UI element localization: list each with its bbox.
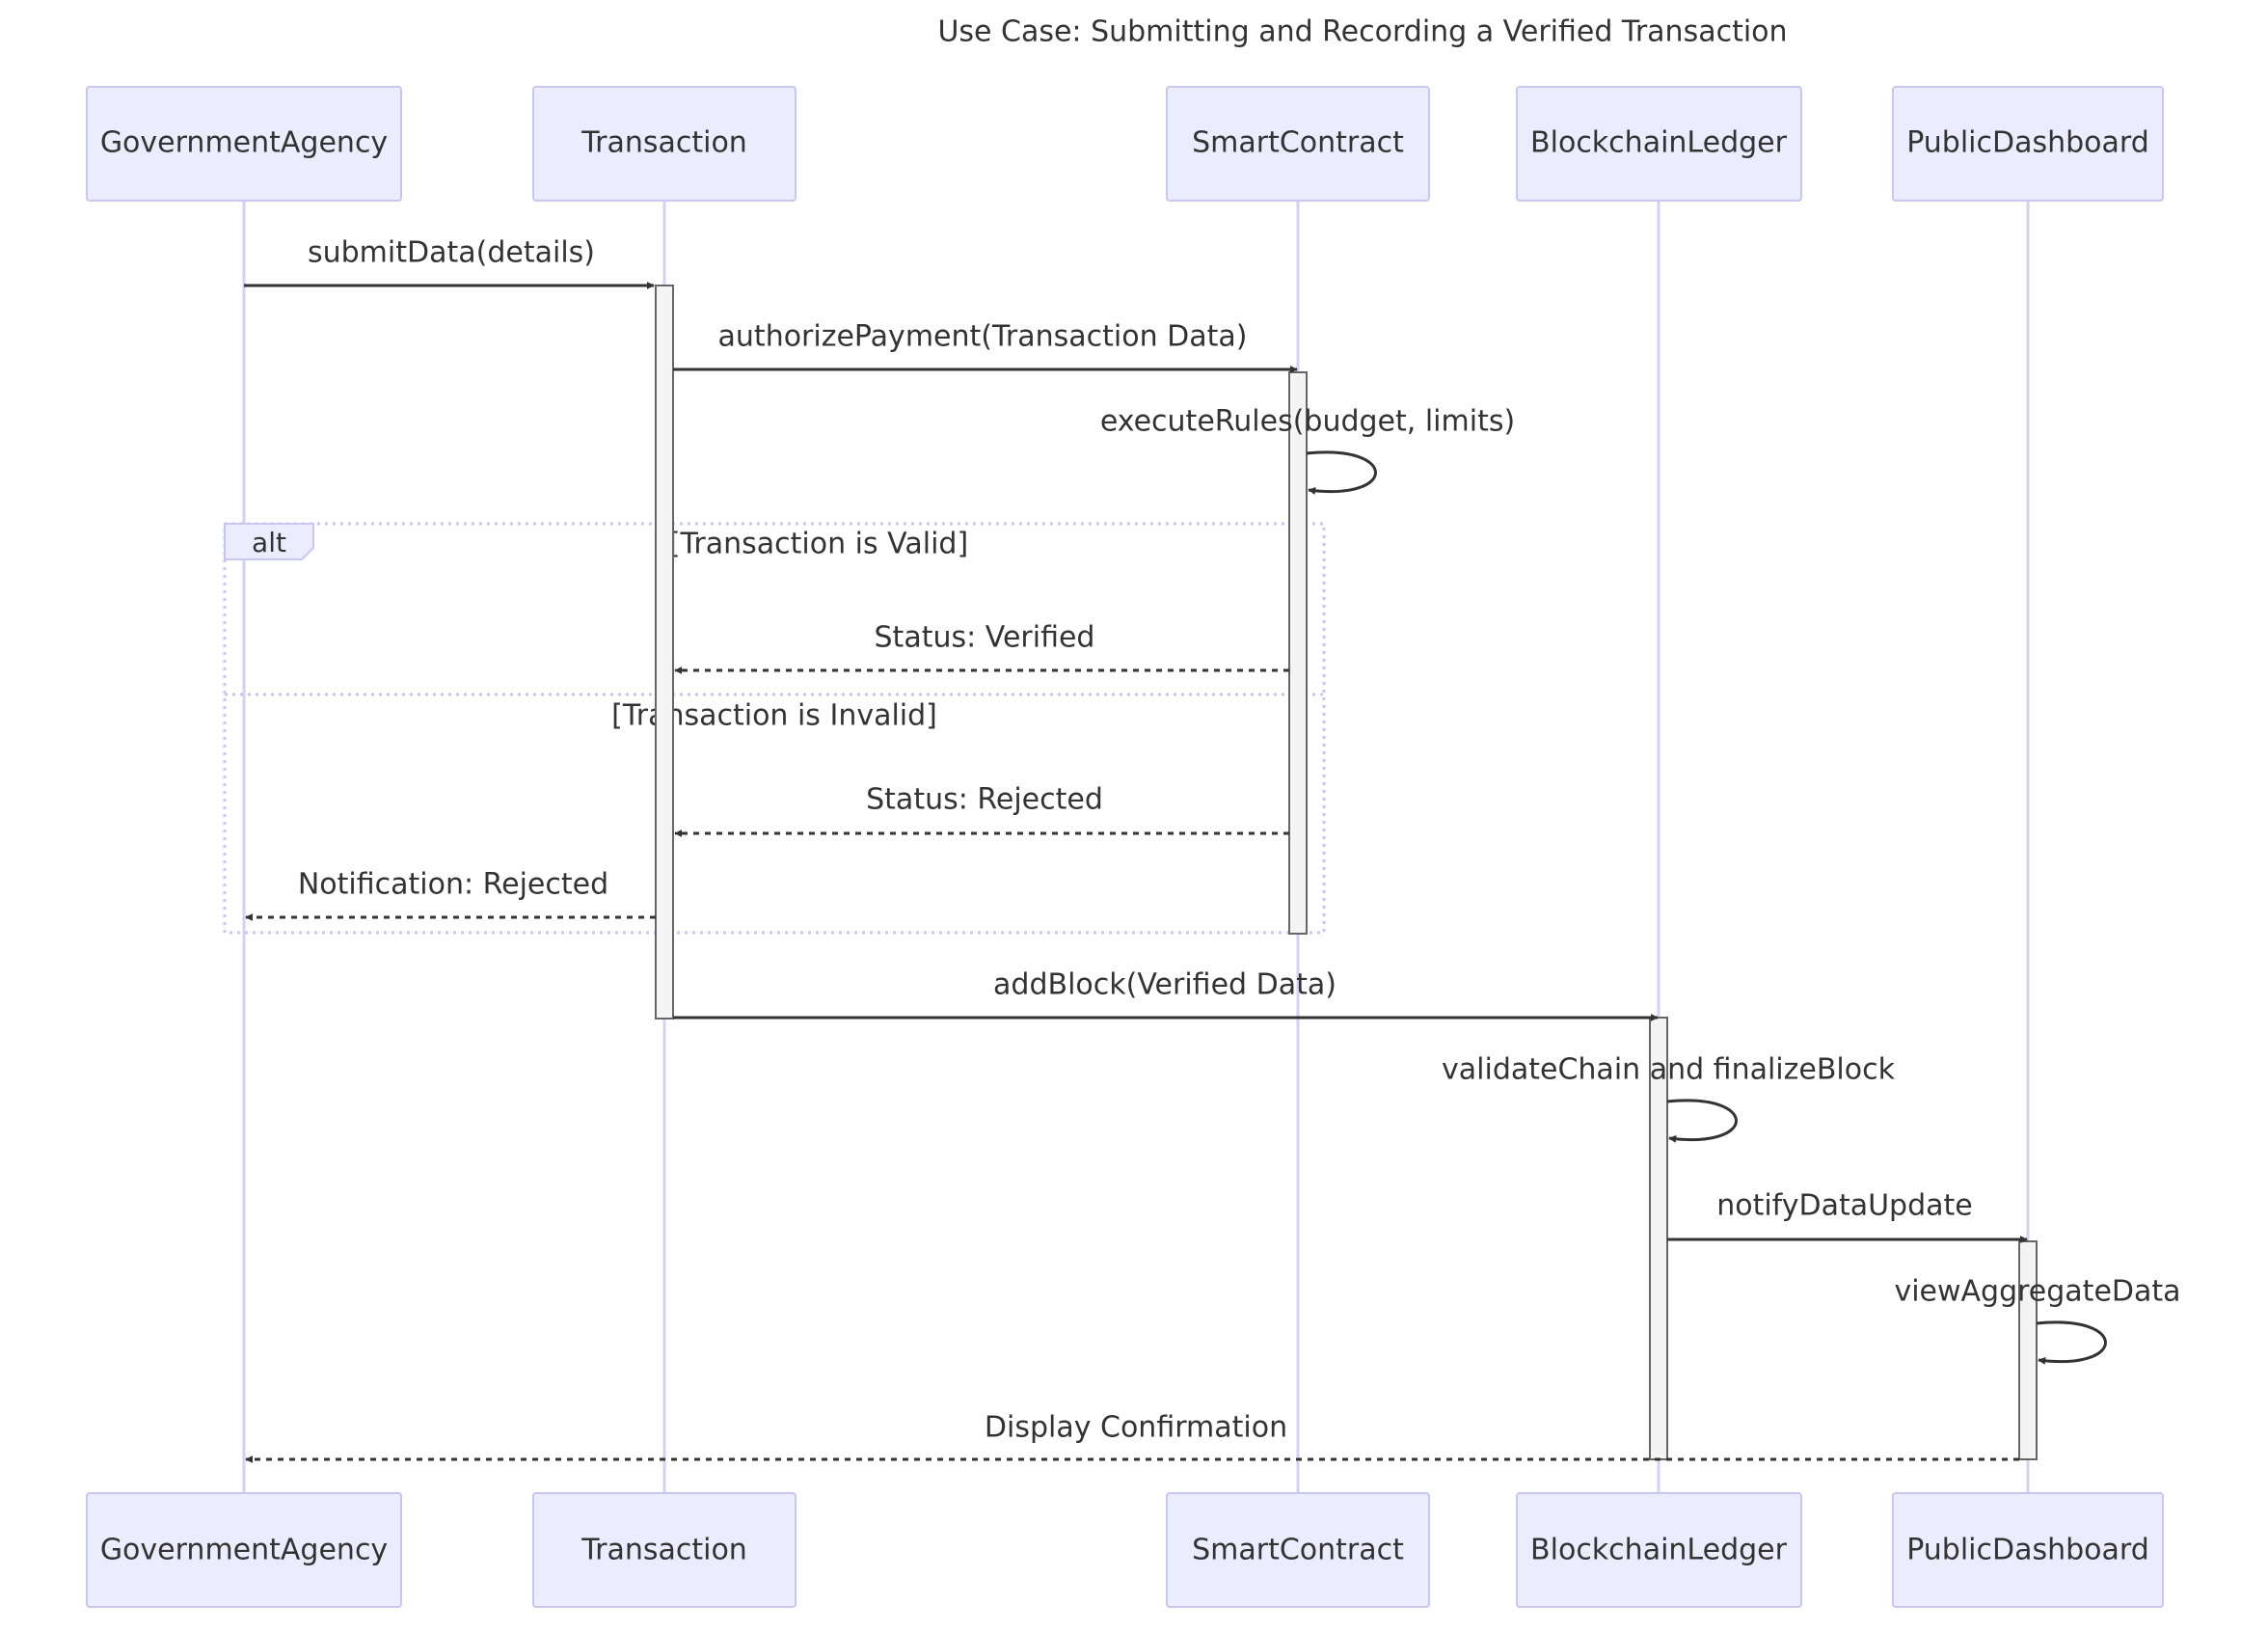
actor-blockchain-ledger-bottom[interactable]: BlockchainLedger bbox=[1516, 1492, 1802, 1608]
actor-box bbox=[1166, 86, 1430, 202]
actor-label: Transaction bbox=[580, 1534, 747, 1567]
actor-box bbox=[86, 86, 402, 202]
actor-box bbox=[1516, 1492, 1802, 1608]
actor-smart-contract[interactable]: SmartContract bbox=[1166, 86, 1430, 202]
actor-government-agency[interactable]: GovernmentAgency bbox=[86, 86, 402, 202]
diagram-title: Use Case: Submitting and Recording a Ver… bbox=[937, 15, 1787, 49]
message-label: submitData(details) bbox=[308, 236, 595, 270]
message-label: notifyDataUpdate bbox=[1716, 1189, 1973, 1223]
actor-transaction[interactable]: Transaction bbox=[532, 86, 796, 202]
actor-label: GovernmentAgency bbox=[100, 126, 388, 160]
message-label: addBlock(Verified Data) bbox=[993, 968, 1336, 1002]
messages: submitData(details) authorizePayment(Tra… bbox=[244, 236, 2181, 1463]
actor-label: BlockchainLedger bbox=[1530, 126, 1788, 160]
self-message-loop bbox=[1306, 450, 1377, 495]
activation-transaction bbox=[655, 285, 674, 1020]
message-label: viewAggregateData bbox=[1894, 1275, 2180, 1309]
actor-smart-contract-bottom[interactable]: SmartContract bbox=[1166, 1492, 1430, 1608]
message-label: executeRules(budget, limits) bbox=[1100, 405, 1515, 439]
actor-government-agency-bottom[interactable]: GovernmentAgency bbox=[86, 1492, 402, 1608]
actor-box bbox=[1516, 86, 1802, 202]
self-message-loop bbox=[1666, 1099, 1738, 1143]
message-label: Notification: Rejected bbox=[298, 868, 608, 902]
activation-bars bbox=[655, 285, 2038, 1460]
actors-top: GovernmentAgency Transaction SmartContra… bbox=[86, 86, 2164, 202]
lifelines bbox=[242, 201, 2030, 1493]
alt-frame-tab bbox=[224, 523, 314, 560]
actor-public-dashboard-bottom[interactable]: PublicDashboard bbox=[1892, 1492, 2164, 1608]
actor-box bbox=[532, 86, 796, 202]
actor-label: Transaction bbox=[580, 126, 747, 160]
actors-bottom: GovernmentAgency Transaction SmartContra… bbox=[86, 1492, 2164, 1608]
message-label: Status: Verified bbox=[875, 621, 1095, 655]
actor-label: GovernmentAgency bbox=[100, 1534, 388, 1567]
alt-frame: alt [Transaction is Valid] [Transaction … bbox=[223, 522, 1326, 935]
message-label: Status: Rejected bbox=[866, 783, 1103, 817]
message-label: Display Confirmation bbox=[985, 1411, 1287, 1445]
self-message-loop bbox=[2036, 1320, 2107, 1365]
actor-box bbox=[1892, 86, 2164, 202]
actor-box bbox=[532, 1492, 796, 1608]
alt-frame-label: alt bbox=[252, 527, 286, 558]
actor-public-dashboard[interactable]: PublicDashboard bbox=[1892, 86, 2164, 202]
actor-box bbox=[1166, 1492, 1430, 1608]
message-label: validateChain and finalizeBlock bbox=[1442, 1053, 1896, 1087]
actor-label: SmartContract bbox=[1192, 1534, 1404, 1567]
actor-label: PublicDashboard bbox=[1906, 1534, 2149, 1567]
message-label: authorizePayment(Transaction Data) bbox=[718, 320, 1248, 354]
actor-label: PublicDashboard bbox=[1906, 126, 2149, 160]
actor-label: BlockchainLedger bbox=[1530, 1534, 1788, 1567]
actor-transaction-bottom[interactable]: Transaction bbox=[532, 1492, 796, 1608]
actor-label: SmartContract bbox=[1192, 126, 1404, 160]
actor-blockchain-ledger[interactable]: BlockchainLedger bbox=[1516, 86, 1802, 202]
alt-condition-valid: [Transaction is Valid] bbox=[669, 528, 968, 561]
actor-box bbox=[1892, 1492, 2164, 1608]
activation-public-dashboard bbox=[2018, 1240, 2038, 1460]
actor-box bbox=[86, 1492, 402, 1608]
activation-smart-contract bbox=[1288, 371, 1308, 935]
alt-frame-border bbox=[223, 522, 1326, 935]
